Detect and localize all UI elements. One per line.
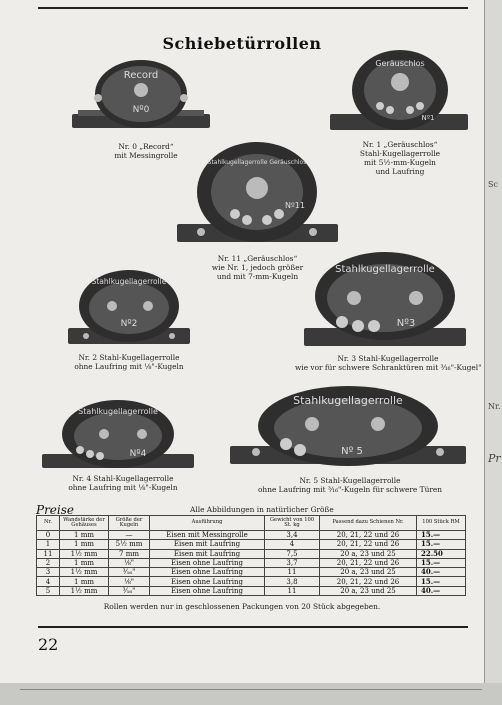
price-table-header: Nr. Wandstärke der Gehäuses Größe der Ku… [36,515,466,531]
illustration-size-note: Alle Abbildungen in natürlicher Größe [190,505,334,514]
caption-nr3: Nr. 3 Stahl-Kugellagerrolle wie vor für … [295,354,482,372]
adjacent-page-mark: Pr [488,452,501,465]
roller-nr2-brand: Stahlkugellagerrolle [92,277,167,286]
col-ball: Größe der Kugeln [108,515,150,531]
roller-nr5-brand: Stahlkugellagerrolle [293,394,403,407]
col-rails: Passend dazu Schienen Nr. [319,515,417,531]
page-title: Schiebetürrollen [162,34,322,53]
caption-nr11: Nr. 11 „Geräuschlos“ wie Nr. 1, jedoch g… [211,254,304,281]
roller-nr3-image: Stahlkugellagerrolle Nº3 [304,252,466,346]
roller-nr0-number: Nº0 [133,105,150,115]
caption-nr1: Nr. 1 „Geräuschlos“ Stahl-Kugellagerroll… [359,140,441,176]
roller-nr4-number: Nº4 [130,449,147,459]
caption-nr5: Nr. 5 Stahl-Kugellagerrolle ohne Laufrin… [257,476,443,494]
top-rule [38,7,468,9]
scan-strip-line [20,689,482,690]
price-table: Nr. Wandstärke der Gehäuses Größe der Ku… [36,515,466,597]
roller-nr1-number: Nº1 [422,114,435,122]
scan-bottom-strip [0,683,502,705]
roller-nr1-brand: Geräuschlos [375,59,424,68]
adjacent-page-mark: Nr. [488,402,501,411]
caption-nr2: Nr. 2 Stahl-Kugellagerrolle ohne Laufrin… [74,353,184,371]
roller-nr11-brand: Stahlkugellagerrolle Geräuschlos [208,159,307,166]
roller-nr2-number: Nº2 [121,319,138,329]
roller-nr2-image: Stahlkugellagerrolle Nº2 [68,270,190,344]
roller-nr4-image: Stahlkugellagerrolle Nº4 [42,400,194,468]
roller-nr3-brand: Stahlkugellagerrolle [335,264,435,275]
adjacent-page-mark: Sc [488,180,498,189]
roller-nr0-image: Record Nº0 [72,60,210,128]
roller-nr5-number: Nº 5 [341,446,363,457]
col-nr: Nr. [36,515,60,531]
roller-nr11-number: Nº11 [285,201,305,210]
col-wall: Wandstärke der Gehäuses [59,515,109,531]
caption-nr0: Nr. 0 „Record“ mit Messingrolle [114,142,178,160]
roller-nr1-image: Geräuschlos Nº1 [330,50,468,130]
roller-nr11-image: Stahlkugellagerrolle Geräuschlos Nº11 [177,142,338,242]
roller-nr4-brand: Stahlkugellagerrolle [78,407,158,416]
roller-nr3-number: Nº3 [397,318,416,329]
roller-nr0-brand: Record [124,70,159,81]
roller-nr5-image: Stahlkugellagerrolle Nº 5 [230,386,466,466]
bottom-rule [38,626,468,628]
adjacent-page-edge [484,0,502,683]
page-number: 22 [38,635,59,654]
caption-nr4: Nr. 4 Stahl-Kugellagerrolle ohne Laufrin… [68,474,178,492]
col-weight: Gewicht von 100 St. kg [264,515,320,531]
col-design: Ausführung [149,515,265,531]
preise-heading: Preise [36,503,75,517]
packaging-note: Rollen werden nur in geschlossenen Packu… [103,602,381,611]
catalog-page: Schiebetürrollen Record Nº0 Nr. 0 „Recor… [0,0,484,683]
col-price: 100 Stück RM [416,515,466,531]
